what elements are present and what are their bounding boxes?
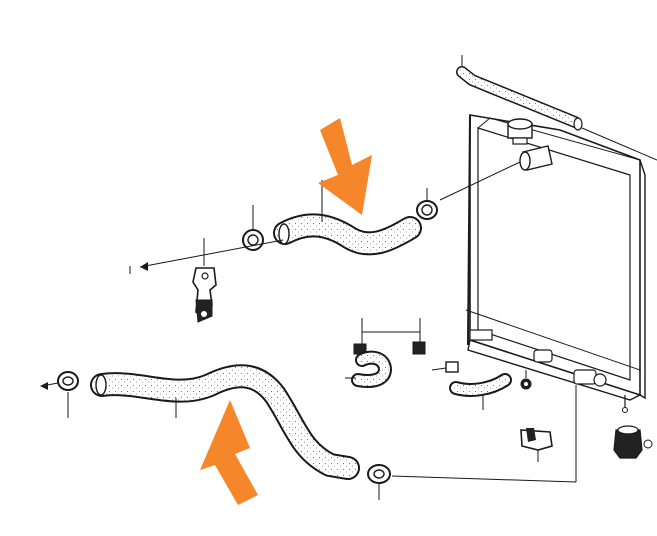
leader-line	[129, 239, 284, 274]
hose-clamp	[367, 385, 577, 500]
nut	[520, 370, 532, 390]
lower-radiator-hose	[90, 364, 360, 480]
overflow-hose	[456, 55, 657, 161]
arrow-up-icon	[200, 400, 258, 505]
callout-arrow-down	[318, 118, 372, 215]
drain-fitting	[520, 428, 553, 462]
mounting-bracket	[192, 238, 217, 323]
radiator-upper-outlet	[439, 145, 553, 201]
upper-radiator-hose	[273, 180, 422, 256]
radiator-cap	[507, 118, 533, 145]
small-bypass-hose	[345, 318, 426, 388]
hose-clamp	[416, 188, 438, 220]
callout-arrow-up	[200, 400, 258, 505]
radiator-lower-fittings	[469, 329, 607, 387]
radiator	[465, 114, 646, 413]
drain-plug	[613, 425, 653, 459]
hose-clamp	[242, 205, 264, 251]
arrow-down-icon	[318, 118, 372, 215]
hose-clamp	[40, 371, 79, 418]
small-bypass-hose	[431, 361, 512, 410]
